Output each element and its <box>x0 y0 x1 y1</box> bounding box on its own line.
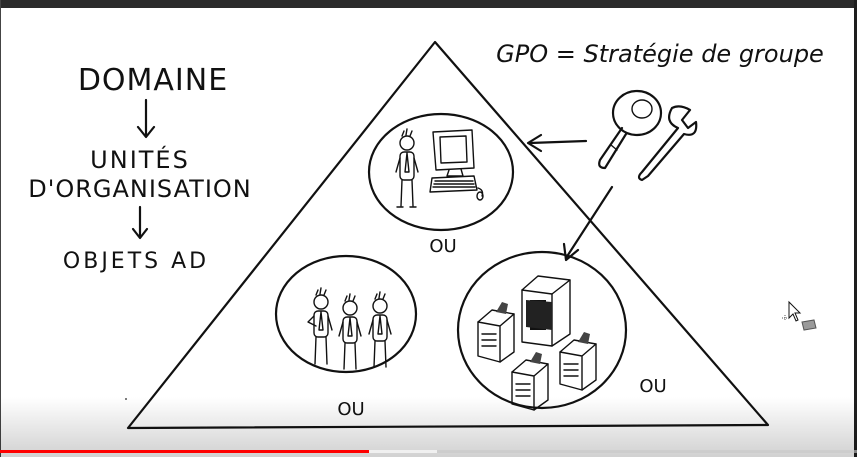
ou-label-right: OU <box>639 376 666 397</box>
ou-label-left: OU <box>337 399 364 420</box>
video-progress-bar[interactable] <box>0 450 857 453</box>
ou-label-top: OU <box>429 236 456 257</box>
printer-icons <box>477 302 597 411</box>
progress-buffer <box>368 450 438 453</box>
gpo-title: GPO = Stratégie de groupe <box>496 40 824 68</box>
window-right-edge <box>854 0 857 457</box>
server-icon <box>521 275 571 347</box>
domaine-label: DOMAINE <box>78 63 228 98</box>
stray-dot <box>125 398 127 400</box>
magnifier-icon <box>598 89 663 170</box>
arrow-down-2 <box>131 205 149 240</box>
mouse-cursor-icon <box>782 300 802 322</box>
unites-label: UNITÉS <box>90 145 190 174</box>
objets-ad-label: OBJETS AD <box>63 249 209 274</box>
arrow-to-top-ou <box>526 133 588 153</box>
progress-played <box>0 450 369 453</box>
eraser-icon <box>801 319 817 331</box>
arrow-to-right-ou <box>562 185 614 262</box>
organisation-label: D'ORGANISATION <box>28 175 252 203</box>
domain-triangle <box>126 40 770 430</box>
ou-circle-right <box>456 250 628 410</box>
window-left-edge <box>0 0 1 457</box>
ou-circle-left <box>274 254 418 374</box>
wrench-icon <box>637 105 698 182</box>
person-icon <box>395 128 419 208</box>
window-top-bar <box>0 0 857 8</box>
ou-circle-top <box>367 112 515 232</box>
computer-icon <box>429 129 484 201</box>
arrow-down-1 <box>136 98 156 139</box>
player-controls-shade <box>0 397 857 457</box>
group-of-people-icon <box>307 287 392 370</box>
